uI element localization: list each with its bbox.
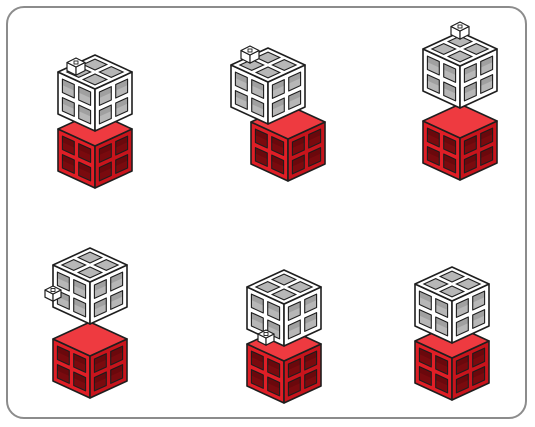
step-4-peg [45, 286, 61, 301]
step-4-red-cube [53, 322, 127, 398]
step-5-peg [258, 330, 274, 345]
step-3-white-cube [423, 32, 497, 108]
step-6-white-cube [415, 267, 489, 343]
step-2-peg [241, 46, 259, 63]
step-3-red-cube [423, 104, 497, 180]
step-4-white-cube [53, 248, 127, 324]
step-1-peg [67, 58, 85, 75]
step-3-peg [451, 22, 469, 39]
